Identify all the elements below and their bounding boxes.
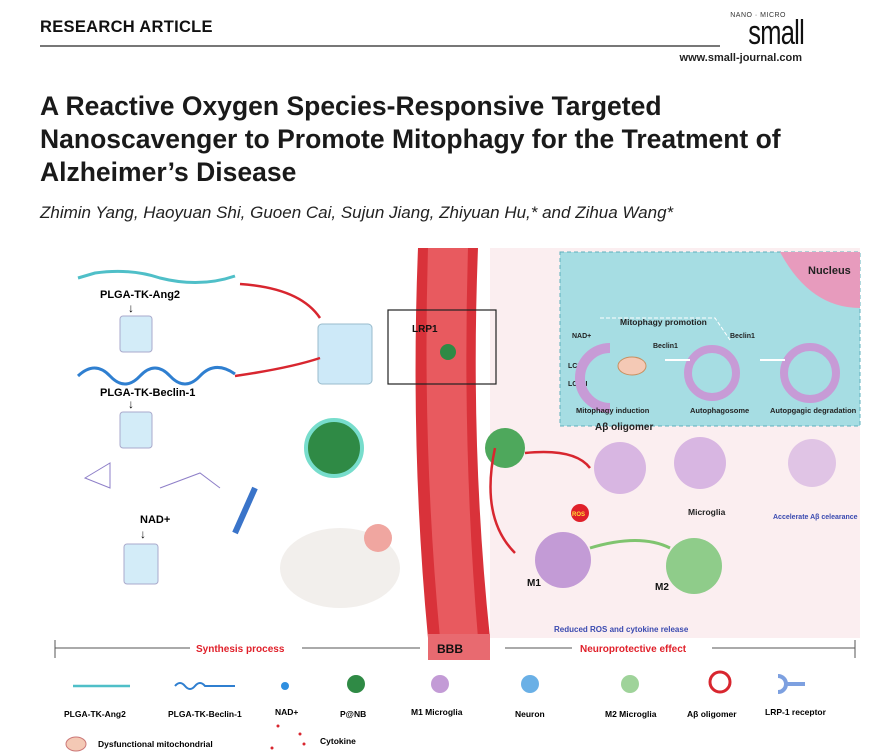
m2-label: M2 — [655, 582, 669, 593]
nanoparticle-icon — [440, 344, 456, 360]
inset-beclin: Beclin1 — [653, 343, 678, 350]
title-line: Nanoscavenger to Promote Mitophagy for t… — [40, 124, 781, 154]
legend-label: Dysfunctional mitochondrial — [98, 739, 213, 749]
journal-url[interactable]: www.small-journal.com — [679, 52, 802, 64]
inset-autophagosome: Autophagosome — [690, 406, 749, 415]
mixing-beaker-icon — [317, 323, 373, 385]
microglia-icon — [788, 439, 836, 487]
legend-label: M1 Microglia — [411, 707, 463, 717]
beaker-icon — [123, 543, 159, 585]
down-arrow: ↓ — [140, 527, 146, 541]
legend-label: NAD+ — [275, 707, 298, 717]
nucleus-shape — [780, 252, 860, 308]
legend-lrp1-icon — [777, 674, 805, 694]
legend-label: P@NB — [340, 709, 366, 719]
autolysosome-shape — [780, 343, 840, 403]
inset-degradation: Autopgagic degradation — [770, 406, 857, 415]
degraded-nanoparticle — [485, 428, 525, 468]
lrp1-label: LRP1 — [412, 324, 438, 335]
reduced-label: Reduced ROS and cytokine release — [554, 625, 689, 634]
nad-structure-icon — [83, 462, 221, 489]
graphical-abstract: Nucleus Mitophagy promotion NAD+ Beclin1… — [54, 248, 861, 752]
beclin-polymer-icon — [76, 366, 236, 386]
legend-neuron-icon — [521, 675, 539, 693]
legend-label: Cytokine — [320, 736, 356, 746]
microglia-icon — [594, 442, 646, 494]
inset-beclin: Beclin1 — [730, 333, 755, 340]
promotion-bracket — [600, 317, 731, 341]
bbb-box — [428, 634, 490, 660]
inset-nad: NAD+ — [572, 333, 591, 340]
legend-abeta-icon — [708, 670, 732, 694]
syringe-icon — [232, 486, 258, 535]
article-title: A Reactive Oxygen Species-Responsive Tar… — [40, 90, 840, 189]
journal-logo: NANO · MICRO small — [722, 12, 805, 52]
legend-m2-icon — [621, 675, 639, 693]
legend-label: Aβ oligomer — [687, 709, 737, 719]
microglia-label: Microglia — [688, 507, 726, 517]
section-label: RESEARCH ARTICLE — [40, 18, 213, 36]
synthesis-label: Synthesis process — [196, 644, 285, 655]
m1-microglia — [535, 532, 591, 588]
author-list: Zhimin Yang, Haoyuan Shi, Guoen Cai, Suj… — [40, 203, 674, 222]
nad-label: NAD+ — [140, 514, 170, 526]
vessel-lumen — [426, 248, 478, 638]
m1-label: M1 — [527, 578, 541, 589]
title-line: A Reactive Oxygen Species-Responsive Tar… — [40, 91, 662, 121]
effect-arrows — [489, 447, 591, 554]
ros-burst-icon — [571, 504, 589, 522]
title-line: Alzheimer’s Disease — [40, 157, 297, 187]
legend-mito-icon — [65, 736, 87, 752]
beclin-label: PLGA-TK-Beclin-1 — [100, 387, 195, 399]
legend-label: LRP-1 receptor — [765, 707, 827, 717]
microglia-icon — [674, 437, 726, 489]
mitochondrion-icon — [617, 356, 647, 376]
header-rule — [40, 45, 720, 47]
lrp1-zoom-box — [387, 309, 497, 385]
legend: PLGA-TK-Ang2 PLGA-TK-Beclin-1 NAD+ P@NB … — [64, 670, 827, 752]
beaker-icon — [119, 315, 153, 353]
inset-lc3i: LC3-I — [568, 363, 586, 370]
mouse-brain — [364, 524, 392, 552]
down-arrow: ↓ — [128, 397, 134, 411]
abeta-label: Aβ oligomer — [595, 422, 653, 433]
section-divider — [54, 640, 856, 658]
promotion-label: Mitophagy promotion — [620, 317, 707, 327]
logo-word: small — [748, 14, 805, 52]
legend-label: Neuron — [515, 709, 545, 719]
synthesis-arrows — [234, 282, 322, 378]
pnb-nanoparticle — [304, 418, 364, 478]
bbb-label: BBB — [437, 642, 463, 656]
legend-m1-icon — [431, 675, 449, 693]
accelerate-label: Accelerate Aβ celearance — [773, 514, 858, 521]
legend-pnb-icon — [347, 675, 365, 693]
ang2-label: PLGA-TK-Ang2 — [100, 289, 180, 301]
nucleus-label: Nucleus — [808, 265, 851, 277]
legend-label: PLGA-TK-Ang2 — [64, 709, 126, 719]
inset-induction: Mitophagy induction — [576, 406, 650, 415]
legend-nad-icon — [281, 682, 289, 690]
legend-cytokine-icon — [270, 724, 306, 750]
polarization-arrow — [589, 539, 671, 550]
down-arrow: ↓ — [128, 301, 134, 315]
ros-label: ROS — [572, 512, 585, 518]
neuro-label: Neuroprotective effect — [580, 644, 687, 655]
autophagosome-shape — [684, 345, 740, 401]
m2-microglia — [666, 538, 722, 594]
legend-beclin-icon — [174, 682, 235, 690]
logo-caption: NANO · MICRO — [730, 12, 786, 19]
phagophore — [575, 343, 611, 413]
legend-label: M2 Microglia — [605, 709, 657, 719]
ang2-polymer-icon — [77, 269, 236, 285]
beaker-icon — [119, 411, 153, 449]
legend-label: PLGA-TK-Beclin-1 — [168, 709, 242, 719]
